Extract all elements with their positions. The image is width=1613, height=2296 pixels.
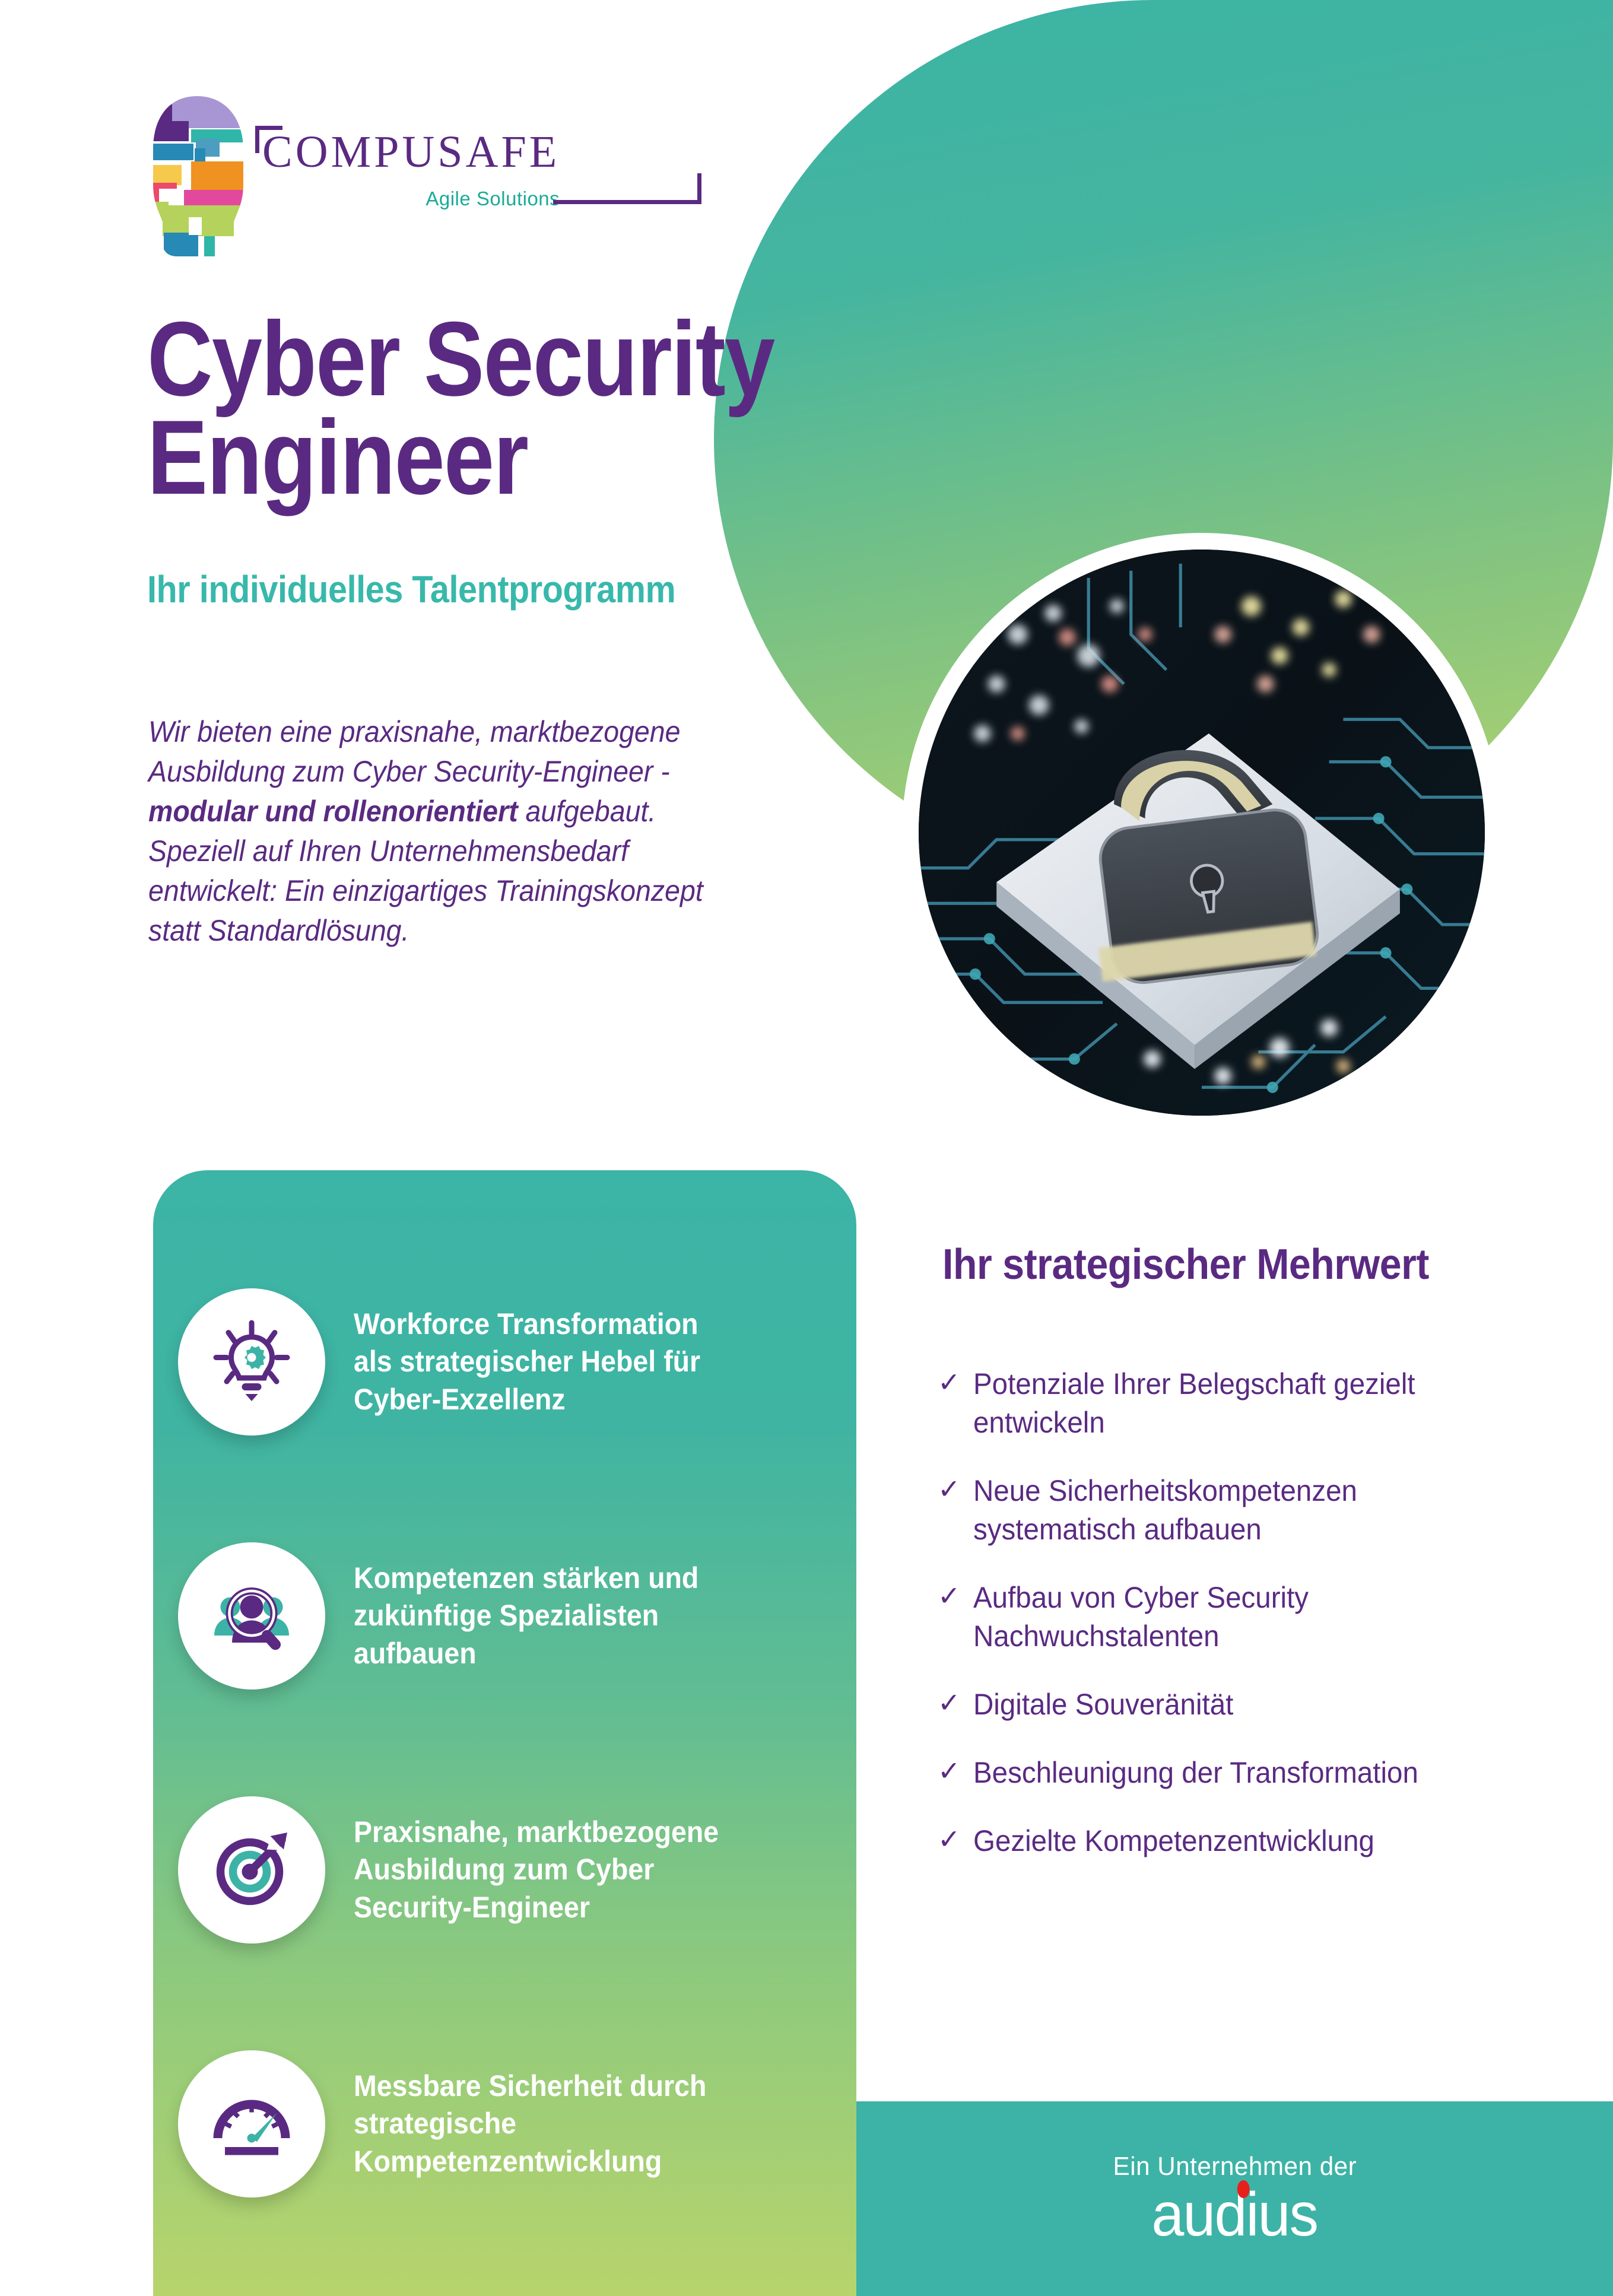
hero-image-padlock-circuitboard [919, 550, 1485, 1116]
feature-label: Kompetenzen stärken und zukünftige Spezi… [354, 1561, 699, 1670]
list-item-label: Beschleunigung der Transformation [973, 1756, 1418, 1789]
list-item-label: Potenziale Ihrer Belegschaft gezielt ent… [973, 1367, 1415, 1439]
people-search-icon [172, 1536, 332, 1696]
list-item-label: Gezielte Kompetenzentwicklung [973, 1824, 1374, 1857]
logo-tagline: Agile Solutions [426, 188, 560, 209]
value-section-title: Ihr strategischer Mehrwert [942, 1241, 1429, 1288]
page-title-line-1: Cyber Security [147, 300, 775, 418]
footer: Ein Unternehmen der audius [856, 2101, 1613, 2296]
audius-wordmark: audius [1151, 2180, 1319, 2249]
feature-item: Messbare Sicherheit durch strategische K… [172, 2026, 878, 2222]
feature-label: Workforce Transformation als strategisch… [354, 1307, 701, 1416]
intro-paragraph: Wir bieten eine praxisnahe, marktbezogen… [148, 712, 750, 951]
page-title: Cyber Security Engineer [147, 300, 887, 516]
lightbulb-gear-icon [172, 1282, 332, 1442]
speedometer-icon [172, 2044, 332, 2204]
feature-item: Praxisnahe, marktbezogene Ausbildung zum… [172, 1772, 878, 1968]
target-arrow-icon [172, 1790, 332, 1950]
footer-tagline: Ein Unternehmen der [1113, 2152, 1357, 2181]
intro-text-part-1: Wir bieten eine praxisnahe, marktbezogen… [148, 715, 681, 788]
check-icon: ✓ [938, 1367, 961, 1398]
logo-bracket-top-left-icon [255, 126, 282, 153]
feature-label: Messbare Sicherheit durch strategische K… [354, 2069, 707, 2178]
list-item: ✓ Beschleunigung der Transformation [938, 1754, 1531, 1792]
logo-bracket-bottom-right-icon [553, 173, 701, 204]
list-item-label: Neue Sicherheitskompetenzen systematisch… [973, 1474, 1357, 1546]
intro-emphasis: modular und rollenorientiert [148, 795, 518, 828]
footer-bar [856, 2101, 1613, 2296]
check-icon: ✓ [938, 1687, 961, 1718]
page-title-line-2: Engineer [147, 398, 529, 516]
intro-text-part-2: aufgebaut. Speziell auf Ihren Unternehme… [148, 795, 703, 947]
feature-label: Praxisnahe, marktbezogene Ausbildung zum… [354, 1815, 719, 1924]
logo-wordmark: COMPUSAFE [262, 127, 560, 177]
list-item: ✓ Aufbau von Cyber Security Nachwuchstal… [938, 1579, 1531, 1656]
compusafe-logo: COMPUSAFE Agile Solutions [138, 95, 701, 261]
check-icon: ✓ [938, 1473, 961, 1504]
list-item: ✓ Gezielte Kompetenzentwicklung [938, 1822, 1531, 1860]
feature-list: Workforce Transformation als strategisch… [172, 1264, 878, 2222]
page-subtitle: Ihr individuelles Talentprogramm [147, 568, 676, 611]
logo-text-block: COMPUSAFE Agile Solutions [262, 129, 560, 210]
list-item: ✓ Potenziale Ihrer Belegschaft gezielt e… [938, 1365, 1531, 1442]
feature-item: Kompetenzen stärken und zukünftige Spezi… [172, 1518, 878, 1714]
list-item-label: Aufbau von Cyber Security Nachwuchstalen… [973, 1581, 1309, 1653]
mosaic-head-logo-icon [138, 95, 256, 258]
check-icon: ✓ [938, 1580, 961, 1611]
check-icon: ✓ [938, 1824, 961, 1854]
hero-image-ring [902, 533, 1501, 1132]
list-item: ✓ Neue Sicherheitskompetenzen systematis… [938, 1472, 1531, 1549]
list-item: ✓ Digitale Souveränität [938, 1685, 1531, 1724]
feature-item: Workforce Transformation als strategisch… [172, 1264, 878, 1460]
audius-dot-icon [1237, 2180, 1250, 2198]
value-list: ✓ Potenziale Ihrer Belegschaft gezielt e… [938, 1365, 1531, 1890]
list-item-label: Digitale Souveränität [973, 1688, 1234, 1721]
audius-logo: audius [1152, 2180, 1319, 2246]
check-icon: ✓ [938, 1755, 961, 1786]
